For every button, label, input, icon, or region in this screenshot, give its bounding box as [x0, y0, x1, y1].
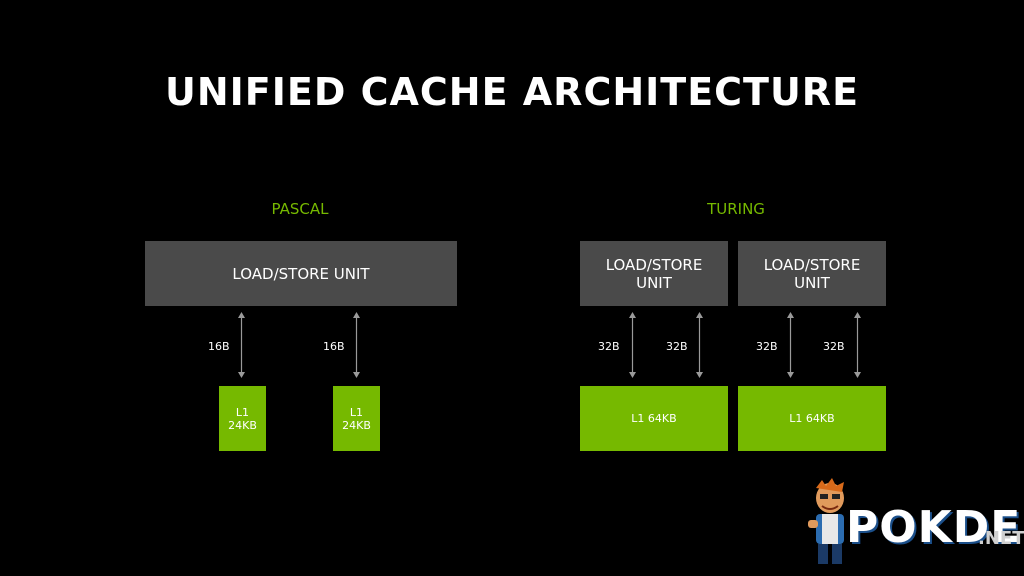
pascal-label: PASCAL — [271, 200, 329, 218]
turing-bandwidth-1: 32B — [598, 340, 620, 353]
turing-load-store-unit-2: LOAD/STORE UNIT — [738, 241, 886, 306]
pascal-lsu-label: LOAD/STORE UNIT — [232, 264, 370, 283]
turing-bandwidth-2: 32B — [666, 340, 688, 353]
turing-lsu-label-1: LOAD/STORE UNIT — [605, 255, 703, 292]
pascal-bandwidth-2: 16B — [323, 340, 345, 353]
turing-l1-cache-1: L1 64KB — [580, 386, 728, 451]
turing-arrow-3 — [785, 312, 796, 378]
watermark-suffix: .NET — [978, 528, 1024, 549]
turing-arrow-1 — [627, 312, 638, 378]
turing-label: TURING — [707, 200, 765, 218]
mascot-icon — [808, 478, 844, 564]
turing-load-store-unit-1: LOAD/STORE UNIT — [580, 241, 728, 306]
turing-arrow-4 — [852, 312, 863, 378]
slide-title: UNIFIED CACHE ARCHITECTURE — [164, 70, 860, 114]
turing-lsu-label-2: LOAD/STORE UNIT — [763, 255, 861, 292]
pascal-arrow-1 — [236, 312, 247, 378]
turing-l1-cache-2: L1 64KB — [738, 386, 886, 451]
watermark-brand: POKDE — [846, 502, 1022, 553]
pascal-l1-cache-1: L1 24KB — [219, 386, 266, 451]
pokde-watermark: POKDE .NET — [802, 478, 1024, 570]
turing-bandwidth-4: 32B — [823, 340, 845, 353]
turing-bandwidth-3: 32B — [756, 340, 778, 353]
pascal-load-store-unit: LOAD/STORE UNIT — [145, 241, 457, 306]
turing-arrow-2 — [694, 312, 705, 378]
pascal-l1-cache-2: L1 24KB — [333, 386, 380, 451]
pascal-arrow-2 — [351, 312, 362, 378]
pascal-bandwidth-1: 16B — [208, 340, 230, 353]
